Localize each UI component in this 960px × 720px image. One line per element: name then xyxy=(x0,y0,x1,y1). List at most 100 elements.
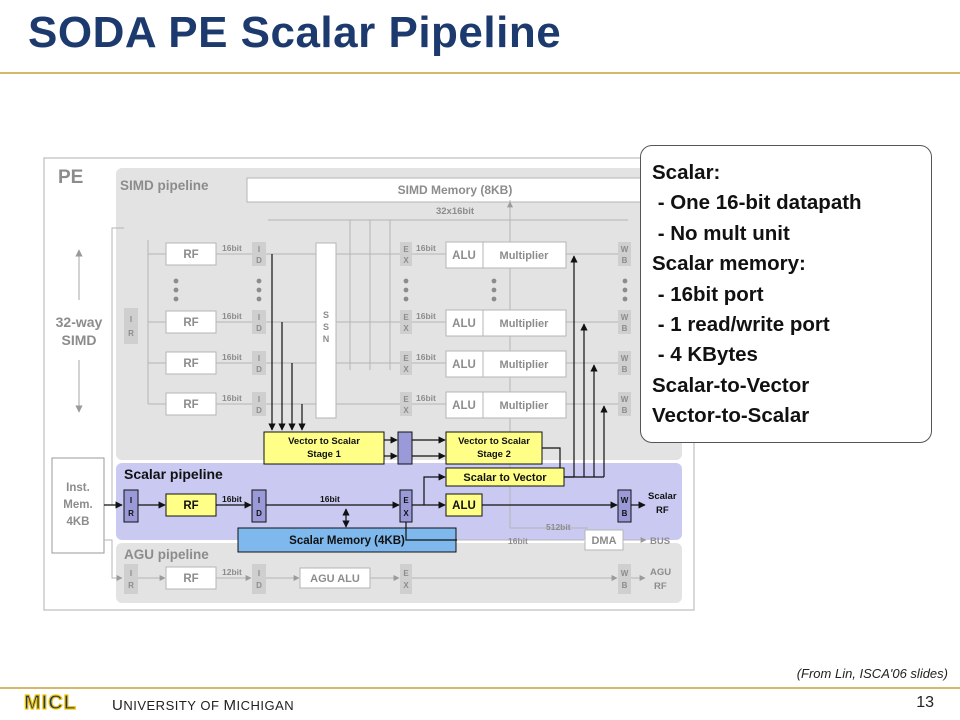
svg-text:ALU: ALU xyxy=(452,250,476,262)
svg-text:D: D xyxy=(256,406,262,415)
simd-pipeline-title: SIMD pipeline xyxy=(120,178,209,193)
ssn-block xyxy=(315,242,337,419)
svg-text:DMA: DMA xyxy=(591,535,616,547)
svg-text:16bit: 16bit xyxy=(222,352,242,362)
svg-text:Scalar: Scalar xyxy=(648,491,677,502)
inst-mem-block xyxy=(51,457,105,554)
svg-text:I: I xyxy=(258,496,260,505)
svg-text:I: I xyxy=(258,354,260,363)
svg-text:16bit: 16bit xyxy=(222,494,242,504)
svg-text:512bit: 512bit xyxy=(546,522,571,532)
agu-pipeline-title: AGU pipeline xyxy=(124,547,209,562)
svg-text:R: R xyxy=(128,509,134,518)
svg-text:W: W xyxy=(621,245,629,254)
svg-text:Scalar Memory (4KB): Scalar Memory (4KB) xyxy=(289,535,405,547)
svg-text:B: B xyxy=(622,256,628,265)
callout-line: - No mult unit xyxy=(652,221,790,245)
svg-text:ALU: ALU xyxy=(452,400,476,412)
svg-text:E: E xyxy=(403,496,409,505)
svg-text:Vector to Scalar: Vector to Scalar xyxy=(458,436,530,447)
v2s-stage1-block xyxy=(263,431,385,465)
lane-continuation-dots xyxy=(173,278,628,302)
scalar-summary-callout: Scalar: - One 16-bit datapath - No mult … xyxy=(640,145,932,443)
svg-text:16bit: 16bit xyxy=(508,536,528,546)
pe-label: PE xyxy=(58,167,83,188)
page-number: 13 xyxy=(916,694,934,711)
svg-text:16bit: 16bit xyxy=(416,352,436,362)
svg-text:I: I xyxy=(130,315,132,324)
svg-text:I: I xyxy=(130,569,132,578)
scalar-pipeline-title: Scalar pipeline xyxy=(124,466,223,482)
svg-text:Multiplier: Multiplier xyxy=(500,250,550,262)
simd-way-line2: SIMD xyxy=(62,332,97,348)
simd-region xyxy=(116,168,682,460)
svg-text:D: D xyxy=(256,365,262,374)
svg-text:X: X xyxy=(403,509,409,518)
svg-text:X: X xyxy=(403,581,409,590)
scalar-wb-stage xyxy=(617,489,632,523)
university-name: UNIVERSITY OF MICHIGAN xyxy=(112,697,295,714)
svg-text:RF: RF xyxy=(183,573,198,585)
svg-text:16bit: 16bit xyxy=(222,393,242,403)
svg-text:I: I xyxy=(258,395,260,404)
svg-text:12bit: 12bit xyxy=(222,567,242,577)
svg-text:I: I xyxy=(258,569,260,578)
svg-text:E: E xyxy=(403,395,409,404)
svg-text:Multiplier: Multiplier xyxy=(500,359,550,371)
svg-text:D: D xyxy=(256,581,262,590)
svg-text:RF: RF xyxy=(654,581,667,592)
svg-text:RF: RF xyxy=(183,249,198,261)
svg-text:E: E xyxy=(403,354,409,363)
callout-line: - One 16-bit datapath xyxy=(652,191,862,215)
top-rule xyxy=(0,72,960,74)
micl-logo: MICL xyxy=(24,692,77,712)
svg-text:R: R xyxy=(128,329,134,338)
svg-text:16bit: 16bit xyxy=(222,311,242,321)
bottom-rule xyxy=(0,687,960,689)
svg-text:16bit: 16bit xyxy=(416,243,436,253)
agu-id-stage xyxy=(252,564,266,594)
inst-mem-line3: 4KB xyxy=(66,516,89,528)
svg-text:Scalar to Vector: Scalar to Vector xyxy=(463,472,547,484)
svg-text:E: E xyxy=(403,313,409,322)
simd-lane-2: RF 16bit I D E X 16bit ALU Multiplier W … xyxy=(148,309,631,337)
svg-text:I: I xyxy=(130,496,132,505)
svg-text:E: E xyxy=(403,569,409,578)
simd-memory-label: SIMD Memory (8KB) xyxy=(398,183,513,197)
callout-line: - 4 KBytes xyxy=(652,343,758,367)
svg-text:R: R xyxy=(128,581,134,590)
callout-line: - 16bit port xyxy=(652,282,764,306)
callout-line: Vector-to-Scalar xyxy=(652,404,810,428)
v2s-pipeline-register xyxy=(397,431,413,465)
svg-text:E: E xyxy=(403,245,409,254)
scalar-ir-stage xyxy=(123,489,139,523)
source-citation: (From Lin, ISCA'06 slides) xyxy=(796,666,948,681)
svg-text:16bit: 16bit xyxy=(416,393,436,403)
agu-wb-stage xyxy=(618,564,631,594)
svg-text:B: B xyxy=(622,581,628,590)
svg-text:N: N xyxy=(323,334,330,344)
svg-text:B: B xyxy=(622,365,628,374)
svg-text:MICL: MICL xyxy=(24,692,77,712)
svg-text:Stage 1: Stage 1 xyxy=(307,449,342,460)
svg-text:AGU: AGU xyxy=(650,567,671,578)
svg-text:16bit: 16bit xyxy=(320,494,340,504)
svg-text:W: W xyxy=(621,395,629,404)
agu-ir-stage xyxy=(124,564,138,594)
svg-text:AGU ALU: AGU ALU xyxy=(310,573,360,585)
v2s-stage2-block xyxy=(445,431,543,465)
simd-memory-block xyxy=(246,177,664,203)
svg-text:D: D xyxy=(256,509,262,518)
svg-text:Vector to Scalar: Vector to Scalar xyxy=(288,436,360,447)
svg-text:ALU: ALU xyxy=(452,359,476,371)
inst-mem-line2: Mem. xyxy=(63,499,92,511)
svg-text:X: X xyxy=(403,406,409,415)
svg-text:RF: RF xyxy=(183,358,198,370)
svg-text:X: X xyxy=(403,365,409,374)
svg-text:ALU: ALU xyxy=(452,500,476,512)
svg-text:Multiplier: Multiplier xyxy=(500,400,550,412)
svg-text:16bit: 16bit xyxy=(222,243,242,253)
callout-line: Scalar-to-Vector xyxy=(652,373,810,397)
simd-bus-width: 32x16bit xyxy=(436,206,475,217)
svg-text:W: W xyxy=(621,569,629,578)
